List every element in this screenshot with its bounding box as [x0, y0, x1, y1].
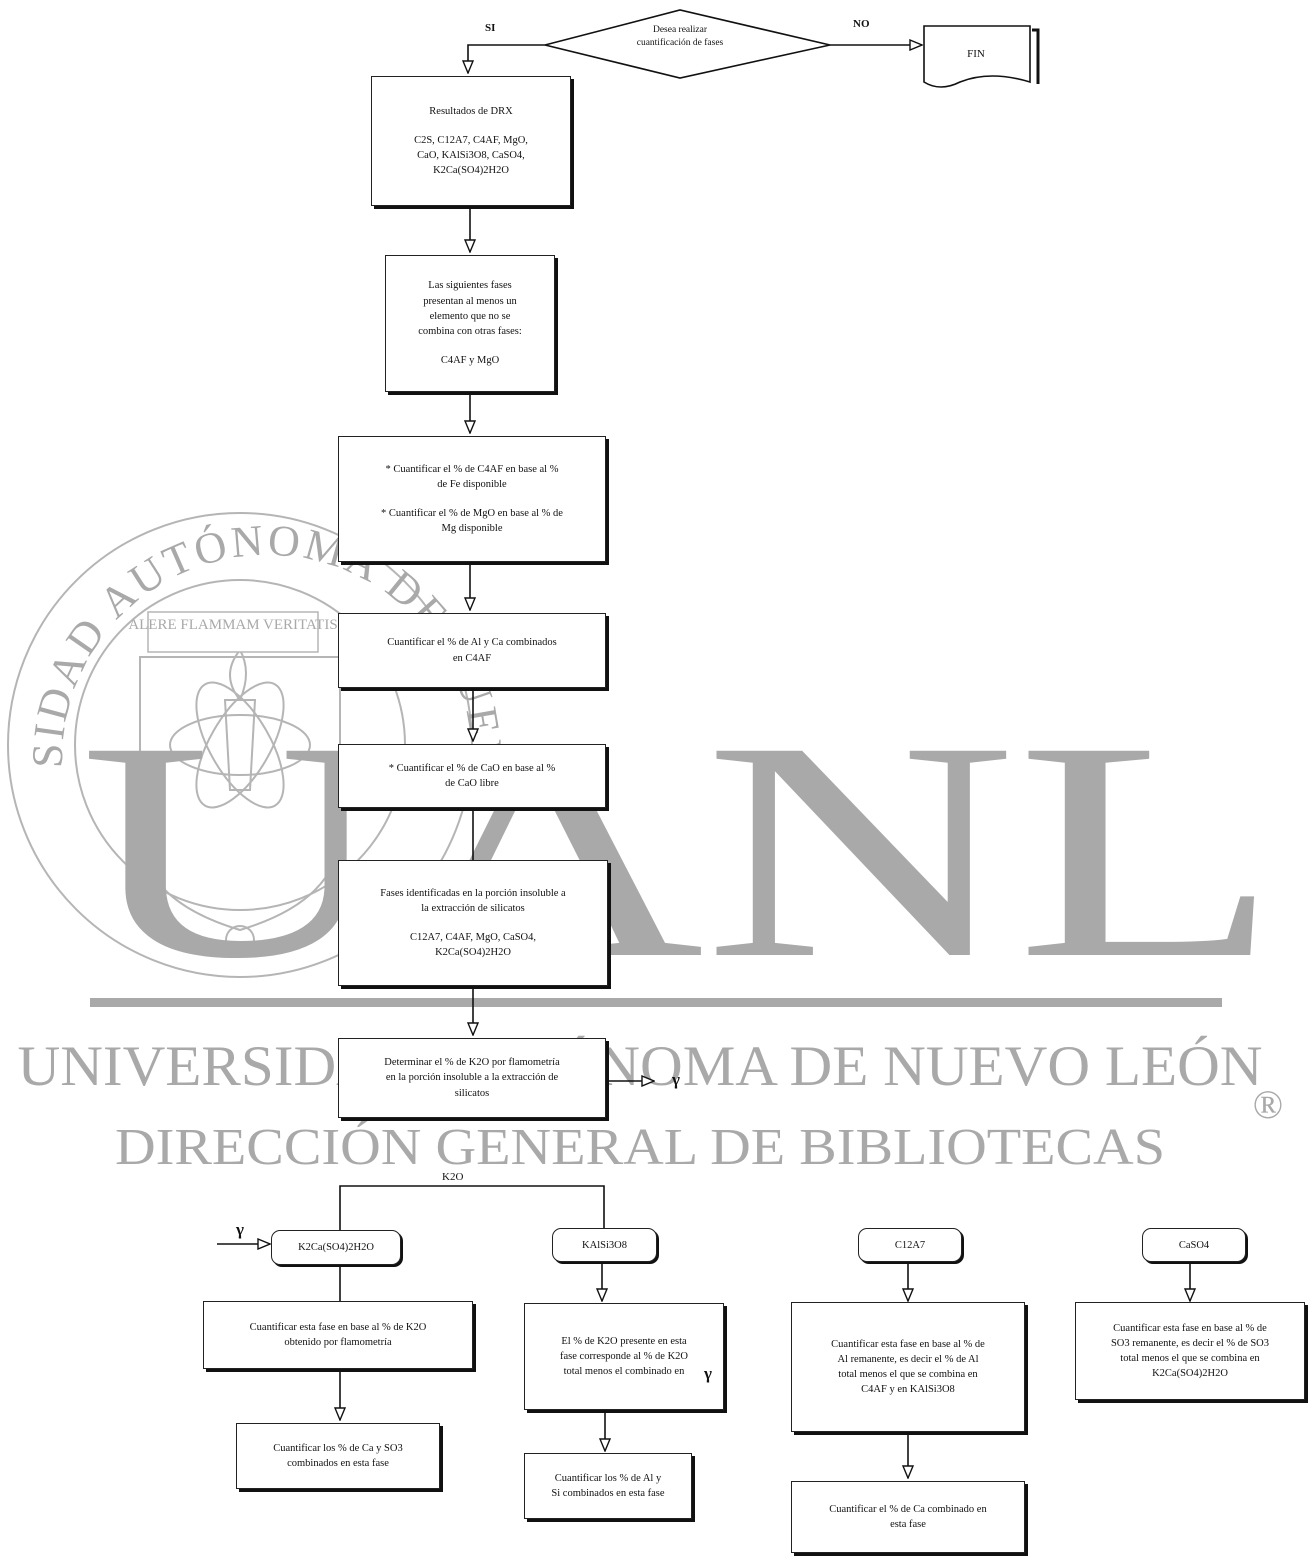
quant-ca-so3-line-1: Cuantificar los % de Ca y SO3	[273, 1442, 403, 1454]
kalsi-terminal: KAlSi3O8	[552, 1228, 657, 1262]
drx-results-box: Resultados de DRX C2S, C12A7, C4AF, MgO,…	[371, 76, 571, 206]
quant-c4af-line-1: * Cuantificar el % de C4AF en base al %	[385, 463, 559, 475]
quant-al-ca-line-1: Cuantificar el % de Al y Ca combinados	[387, 637, 557, 649]
insoluble-line-1: Fases identificadas en la porción insolu…	[380, 887, 566, 899]
kalsi-k2o-line-1: El % de K2O presente en esta	[561, 1335, 687, 1347]
quant-ca-so3-line-2: combinados en esta fase	[287, 1458, 389, 1469]
uncombined-phases: C4AF y MgO	[440, 355, 500, 367]
library-direction: DIRECCIÓN GENERAL DE BIBLIOTECAS	[115, 1118, 1165, 1176]
registered-mark: ®	[1253, 1082, 1283, 1127]
motto-text-1: ALERE FLAMMAM VERITATIS	[128, 617, 337, 633]
quant-c4af-line-2: de Fe disponible	[437, 478, 507, 490]
quant-cao-line-1: * Cuantificar el % de CaO en base al %	[388, 762, 556, 774]
caso4-quant-line-3: total menos el que se combina en	[1120, 1353, 1260, 1364]
drx-phases-2: CaO, KAlSi3O8, CaSO4,	[417, 150, 525, 161]
c12a7-ca-box: Cuantificar el % de Ca combinado en esta…	[791, 1481, 1025, 1553]
quant-al-si-line-1: Cuantificar los % de Al y	[554, 1472, 662, 1484]
yes-label: SI	[485, 22, 496, 34]
quant-cao-box: * Cuantificar el % de CaO en base al % d…	[338, 744, 606, 808]
uncombined-line-4: combina con otras fases:	[418, 326, 522, 338]
c12a7-ca-line-1: Cuantificar el % de Ca combinado en	[829, 1503, 987, 1515]
quant-c4af-mgo-box: * Cuantificar el % de C4AF en base al % …	[338, 436, 606, 562]
watermark-rule	[90, 998, 1222, 1007]
caso4-quant-line-1: Cuantificar esta fase en base al % de	[1113, 1322, 1267, 1334]
caso4-terminal: CaSO4	[1142, 1228, 1246, 1262]
k2o-branch-label: K2O	[442, 1171, 464, 1183]
kalsi-k2o-line-2: fase corresponde al % de K2O	[560, 1350, 688, 1362]
end-label: FIN	[967, 48, 985, 60]
uanl-big-text: UANL	[80, 678, 1280, 1023]
uncombined-line-2: presentan al menos un	[423, 295, 517, 307]
c12a7-quant-line-4: C4AF y en KAlSi3O8	[861, 1384, 955, 1396]
insoluble-phases-box: Fases identificadas en la porción insolu…	[338, 860, 608, 986]
insoluble-line-2: la extracción de silicatos	[421, 902, 525, 914]
k2o-determination-box: Determinar el % de K2O por flamometría e…	[338, 1038, 606, 1118]
quant-al-si-box: Cuantificar los % de Al y Si combinados …	[524, 1453, 692, 1519]
insoluble-phases-1: C12A7, C4AF, MgO, CaSO4,	[409, 932, 537, 943]
quant-al-ca-line-2: en C4AF	[452, 652, 492, 664]
uncombined-line-3: elemento que no se	[429, 310, 511, 322]
c12a7-quant-line-1: Cuantificar esta fase en base al % de	[831, 1338, 985, 1350]
decision-text: Desea realizar cuantificación de fases	[600, 24, 760, 50]
end-shadow	[1032, 28, 1040, 84]
decision-line-1: Desea realizar	[652, 25, 708, 35]
c12a7-terminal: C12A7	[858, 1228, 962, 1262]
university-name: UNIVERSIDAD AUTÓNOMA DE NUEVO LEÓN	[18, 1035, 1263, 1098]
motto-banner	[147, 611, 319, 653]
yes-arrow	[468, 44, 545, 73]
quant-k2ca-box: Cuantificar esta fase en base al % de K2…	[203, 1301, 473, 1369]
drx-phases-3: K2Ca(SO4)2H2O	[433, 165, 509, 177]
caso4-quant-box: Cuantificar esta fase en base al % de SO…	[1075, 1302, 1305, 1400]
c12a7-ca-line-2: esta fase	[890, 1519, 926, 1530]
c12a7-quant-line-2: Al remanente, es decir el % de Al	[837, 1353, 979, 1365]
end-document-symbol	[923, 25, 1031, 88]
quant-mgo-line-1: * Cuantificar el % de MgO en base al % d…	[381, 508, 563, 519]
drx-title: Resultados de DRX	[429, 105, 513, 117]
gamma-connector-out: γ	[672, 1070, 680, 1089]
quant-mgo-line-2: Mg disponible	[441, 523, 503, 535]
gamma-reference: γ	[704, 1364, 712, 1383]
k2o-det-line-3: silicatos	[454, 1087, 490, 1099]
insoluble-phases-2: K2Ca(SO4)2H2O	[435, 947, 511, 959]
kalsi-k2o-line-3: total menos el combinado en	[563, 1366, 685, 1378]
c12a7-quant-box: Cuantificar esta fase en base al % de Al…	[791, 1302, 1025, 1432]
decision-line-2: cuantificación de fases	[636, 37, 724, 48]
quant-k2ca-line-1: Cuantificar esta fase en base al % de K2…	[249, 1321, 427, 1333]
caso4-quant-line-4: K2Ca(SO4)2H2O	[1152, 1368, 1228, 1380]
uncombined-phases-box: Las siguientes fases presentan al menos …	[385, 255, 555, 392]
drx-phases-1: C2S, C12A7, C4AF, MgO,	[414, 134, 528, 146]
quant-al-si-line-2: Si combinados en esta fase	[551, 1488, 665, 1499]
k2o-det-line-2: en la porción insoluble a la extracción …	[385, 1072, 559, 1084]
c12a7-quant-line-3: total menos el que se combina en	[838, 1369, 978, 1380]
k2ca-terminal: K2Ca(SO4)2H2O	[271, 1230, 401, 1265]
k2o-det-line-1: Determinar el % de K2O por flamometría	[384, 1057, 560, 1069]
no-label: NO	[853, 18, 870, 30]
caso4-quant-line-2: SO3 remanente, es decir el % de SO3	[1110, 1337, 1270, 1349]
kalsi-k2o-box: El % de K2O presente en esta fase corres…	[524, 1303, 724, 1410]
quant-al-ca-box: Cuantificar el % de Al y Ca combinados e…	[338, 613, 606, 688]
quant-cao-line-2: de CaO libre	[445, 778, 499, 789]
quant-k2ca-line-2: obtenido por flamometría	[284, 1337, 392, 1348]
uncombined-line-1: Las siguientes fases	[428, 280, 512, 292]
gamma-connector-in: γ	[236, 1220, 244, 1239]
quant-ca-so3-box: Cuantificar los % de Ca y SO3 combinados…	[236, 1423, 440, 1489]
